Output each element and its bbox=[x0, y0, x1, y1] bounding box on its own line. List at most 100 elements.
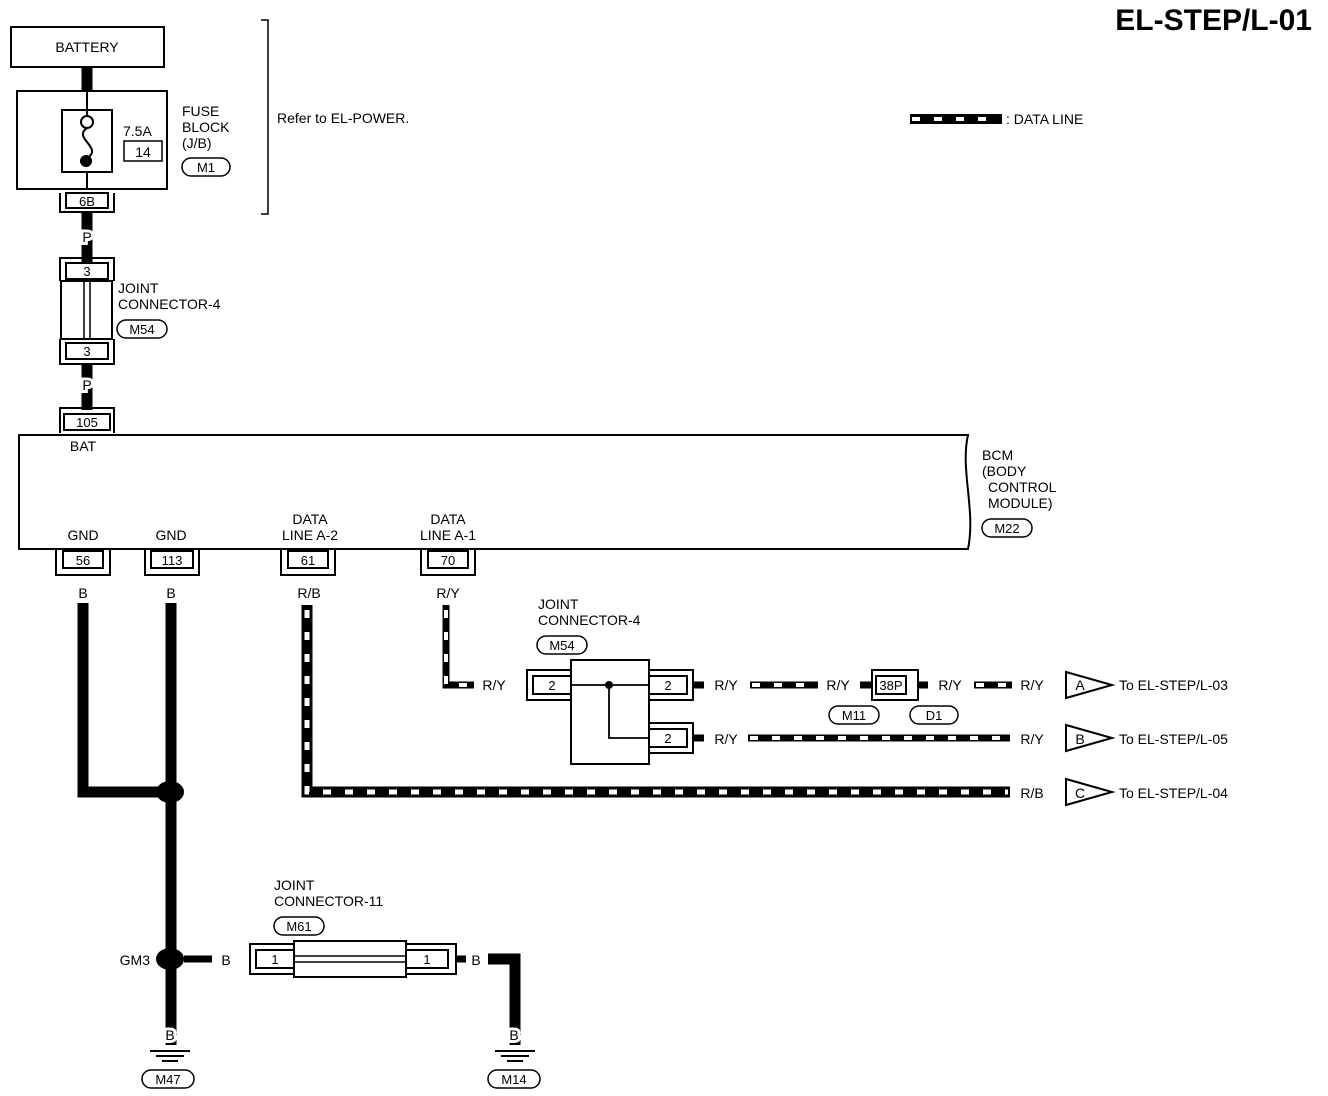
wire-color-rb-bcm: R/B bbox=[297, 585, 320, 601]
bcm-pin-70: 70 bbox=[420, 549, 476, 576]
jc11-left-bracket bbox=[249, 943, 294, 975]
wire-data-line-a1 bbox=[442, 605, 474, 689]
bcm-dla1-label-1: DATA bbox=[430, 511, 466, 527]
output-arrow-a: A bbox=[1065, 670, 1116, 700]
jc4-top-pin-box-2 bbox=[65, 342, 109, 360]
output-arrow-b: B bbox=[1065, 723, 1116, 753]
bcm-pin-61: 61 bbox=[280, 549, 336, 576]
bcm-connector: M22 bbox=[994, 521, 1019, 536]
jc11-pin-left: 1 bbox=[271, 952, 278, 967]
wire-color-b-gm3: B bbox=[221, 952, 230, 968]
jc4-top-pin-out: 3 bbox=[83, 344, 90, 359]
jc4-mid-pin-in: 2 bbox=[548, 678, 555, 693]
bcm-gnd2-label: GND bbox=[155, 527, 186, 543]
wire-color-rb-out: R/B bbox=[1020, 785, 1043, 801]
legend-label: : DATA LINE bbox=[1006, 111, 1083, 127]
bcm-dla2-pin: 61 bbox=[301, 553, 315, 568]
wire-color-b-m14: B bbox=[509, 1027, 518, 1043]
output-letter-b: B bbox=[1075, 731, 1084, 747]
gm3-label: GM3 bbox=[120, 952, 151, 968]
jc4-mid-body bbox=[570, 659, 650, 765]
jc4-mid-name-1: JOINT bbox=[538, 596, 579, 612]
jc4-top-pin-bracket bbox=[59, 257, 115, 281]
jc4-top-bus bbox=[83, 281, 91, 339]
fuse-block-connector: M1 bbox=[197, 160, 215, 175]
jc4-mid-node bbox=[605, 681, 613, 689]
ground-symbol-left bbox=[150, 1050, 190, 1062]
jc4-top-body bbox=[60, 280, 113, 340]
splice-point bbox=[156, 781, 184, 803]
ground-right: M14 bbox=[501, 1072, 526, 1087]
jc11-right-pin-box bbox=[405, 949, 449, 969]
wire-color-ry-bcm: R/Y bbox=[436, 585, 460, 601]
bcm-bat-bracket bbox=[59, 407, 115, 433]
ground-right-oval bbox=[487, 1069, 541, 1089]
bcm-bat-pin: 105 bbox=[76, 415, 98, 430]
fuse-number-box bbox=[123, 140, 163, 162]
jc4-mid-connector: M54 bbox=[549, 638, 574, 653]
bcm-dla1-label-2: LINE A-1 bbox=[420, 527, 476, 543]
jc11-body bbox=[293, 940, 407, 978]
jc4-mid-connector-oval bbox=[536, 635, 588, 655]
jc4-mid-name-2: CONNECTOR-4 bbox=[538, 612, 641, 628]
bcm-pin-56: 56 bbox=[55, 549, 111, 576]
wire-color-b-jc11: B bbox=[471, 952, 480, 968]
bcm-bat-label: BAT bbox=[70, 438, 97, 454]
wire-color-ry-out2: R/Y bbox=[714, 731, 738, 747]
jc11-name-1: JOINT bbox=[274, 877, 315, 893]
jc4-mid-out1-pin-box bbox=[648, 675, 688, 695]
jc4-mid-out2-pin-box bbox=[648, 728, 688, 748]
output-label-b: To EL-STEP/L-05 bbox=[1119, 731, 1228, 747]
wire-color-ry-d1: R/Y bbox=[938, 677, 962, 693]
jc11-pin-right: 1 bbox=[423, 952, 430, 967]
output-letter-a: A bbox=[1075, 677, 1085, 693]
refer-note: Refer to EL-POWER. bbox=[277, 110, 409, 126]
wire-color-ry-out1: R/Y bbox=[714, 677, 738, 693]
output-letter-c: C bbox=[1075, 785, 1085, 801]
wire-color-ry-m11: R/Y bbox=[826, 677, 850, 693]
bcm-bat-pin-box bbox=[63, 413, 111, 431]
inline-connector-pin-box bbox=[875, 675, 907, 695]
fuse-block-connector-oval bbox=[181, 157, 231, 177]
bcm-name-2: (BODY bbox=[982, 463, 1027, 479]
output-label-c: To EL-STEP/L-04 bbox=[1119, 785, 1228, 801]
jc4-top-connector: M54 bbox=[129, 322, 154, 337]
ground-left: M47 bbox=[155, 1072, 180, 1087]
fuse-block-name-2: BLOCK bbox=[182, 119, 230, 135]
inline-connector-d1-oval bbox=[909, 705, 959, 725]
wire-color-b-1: B bbox=[78, 585, 87, 601]
bcm-name-4: MODULE) bbox=[988, 495, 1053, 511]
fuse-number: 14 bbox=[135, 144, 151, 160]
jc4-top-name-1: JOINT bbox=[118, 280, 159, 296]
battery-label: BATTERY bbox=[55, 39, 119, 55]
jc4-mid-pin-out1: 2 bbox=[664, 678, 671, 693]
bcm-gnd1-pin: 56 bbox=[76, 553, 90, 568]
output-label-a: To EL-STEP/L-03 bbox=[1119, 677, 1228, 693]
wire-color-b-m47: B bbox=[165, 1027, 174, 1043]
fuse-terminal: 6B bbox=[79, 194, 95, 209]
jc4-top-connector-oval bbox=[116, 319, 168, 339]
ground-left-oval bbox=[141, 1069, 195, 1089]
inline-connector-bracket bbox=[871, 669, 919, 701]
inline-connector-m11-oval bbox=[828, 705, 880, 725]
jc4-top-pin-in: 3 bbox=[83, 264, 90, 279]
fuse-block-name-1: FUSE bbox=[182, 103, 219, 119]
bcm-gnd1-label: GND bbox=[67, 527, 98, 543]
ground-symbol-right bbox=[495, 1050, 535, 1062]
bcm-body bbox=[18, 434, 972, 550]
gm3-point bbox=[156, 948, 184, 970]
jc11-name-2: CONNECTOR-11 bbox=[274, 893, 383, 909]
jc11-connector: M61 bbox=[286, 919, 311, 934]
jc4-top-name-2: CONNECTOR-4 bbox=[118, 296, 221, 312]
jc11-bus bbox=[294, 955, 406, 963]
wire-color-ry-b: R/Y bbox=[1020, 731, 1044, 747]
wire-color-ry-a: R/Y bbox=[1020, 677, 1044, 693]
jc4-mid-pin-out2: 2 bbox=[664, 731, 671, 746]
wire-m14 bbox=[488, 953, 521, 1045]
wire-color-b-2: B bbox=[166, 585, 175, 601]
output-arrow-c: C bbox=[1065, 777, 1116, 807]
jc11-connector-oval bbox=[273, 916, 325, 936]
wire-color-ry-in: R/Y bbox=[482, 677, 506, 693]
fuse-terminal-top bbox=[80, 115, 94, 129]
